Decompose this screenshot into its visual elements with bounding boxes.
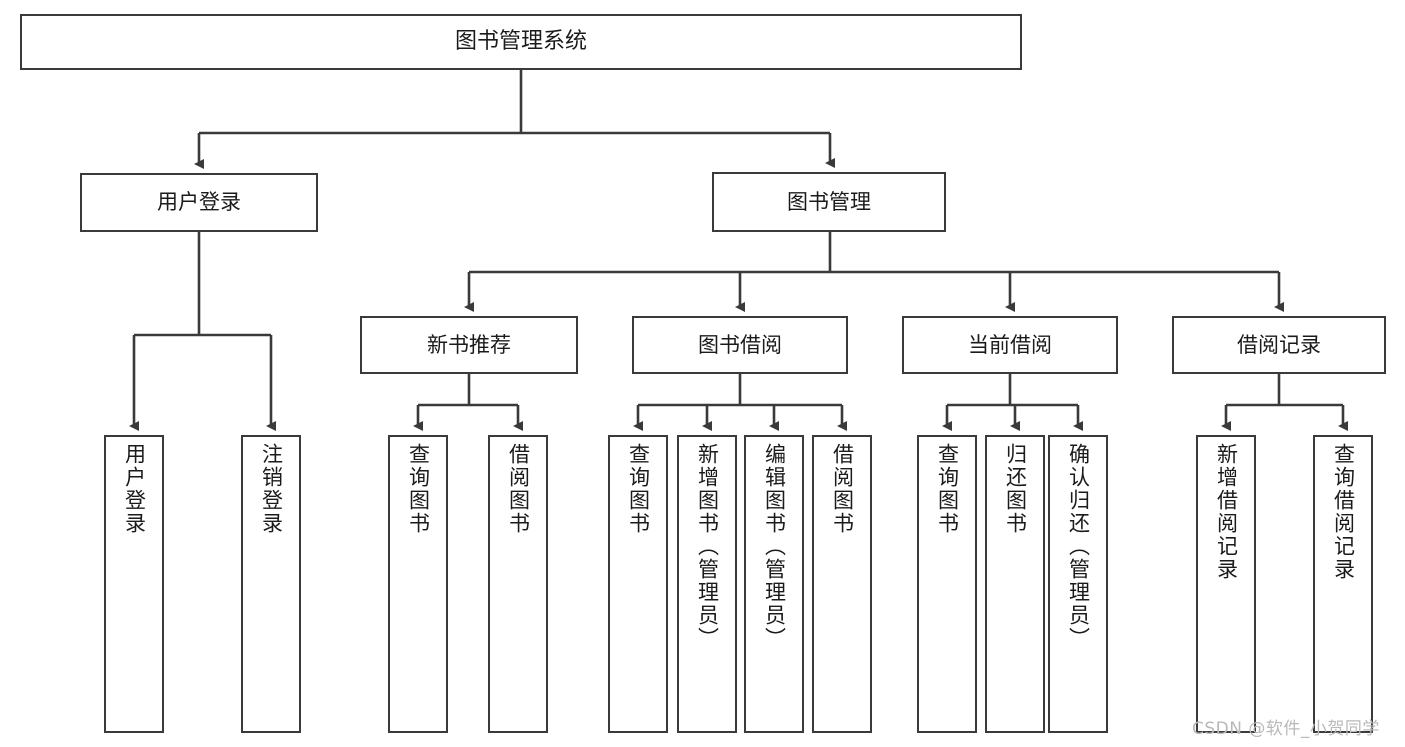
leaf-query-book-current[interactable]: 查询图书	[917, 435, 977, 733]
leaf-borrow-book[interactable]: 借阅图书	[812, 435, 872, 733]
node-new-book-recommend[interactable]: 新书推荐	[360, 316, 578, 374]
node-root-book-management-system[interactable]: 图书管理系统	[20, 14, 1022, 70]
leaf-borrow-book-recommend[interactable]: 借阅图书	[488, 435, 548, 733]
leaf-add-book-admin[interactable]: 新增图书（管理员）	[677, 435, 737, 733]
node-label: 归还图书	[1003, 443, 1028, 535]
node-label: 当前借阅	[968, 332, 1052, 357]
node-label: 查询图书	[935, 443, 960, 535]
leaf-return-book[interactable]: 归还图书	[985, 435, 1045, 733]
node-label: 查询图书	[626, 443, 651, 535]
node-label: 查询借阅记录	[1331, 443, 1356, 581]
node-user-login[interactable]: 用户登录	[80, 173, 318, 232]
node-label: 用户登录	[122, 443, 147, 535]
node-current-borrow[interactable]: 当前借阅	[902, 316, 1118, 374]
leaf-query-book-recommend[interactable]: 查询图书	[388, 435, 448, 733]
node-label: 新增借阅记录	[1214, 443, 1239, 581]
node-book-borrow[interactable]: 图书借阅	[632, 316, 848, 374]
node-label: 用户登录	[157, 190, 241, 215]
node-label: 确认归还（管理员）	[1066, 443, 1091, 650]
node-label: 查询图书	[406, 443, 431, 535]
leaf-logout[interactable]: 注销登录	[241, 435, 301, 733]
node-label: 图书借阅	[698, 332, 782, 357]
leaf-edit-book-admin[interactable]: 编辑图书（管理员）	[744, 435, 804, 733]
node-label: 借阅图书	[830, 443, 855, 535]
leaf-user-login[interactable]: 用户登录	[104, 435, 164, 733]
leaf-query-book-borrow[interactable]: 查询图书	[608, 435, 668, 733]
node-label: 注销登录	[259, 443, 284, 535]
leaf-confirm-return-admin[interactable]: 确认归还（管理员）	[1048, 435, 1108, 733]
node-label: 新增图书（管理员）	[695, 443, 720, 650]
watermark: CSDN @软件_小贺同学	[1192, 719, 1380, 739]
node-book-management[interactable]: 图书管理	[712, 172, 946, 232]
leaf-add-borrow-record[interactable]: 新增借阅记录	[1196, 435, 1256, 733]
node-label: 编辑图书（管理员）	[762, 443, 787, 650]
node-label: 借阅记录	[1237, 332, 1321, 357]
node-borrow-record[interactable]: 借阅记录	[1172, 316, 1386, 374]
node-label: 借阅图书	[506, 443, 531, 535]
leaf-query-borrow-record[interactable]: 查询借阅记录	[1313, 435, 1373, 733]
node-label: 新书推荐	[427, 332, 511, 357]
node-label: 图书管理系统	[454, 29, 587, 55]
node-label: 图书管理	[787, 189, 871, 214]
